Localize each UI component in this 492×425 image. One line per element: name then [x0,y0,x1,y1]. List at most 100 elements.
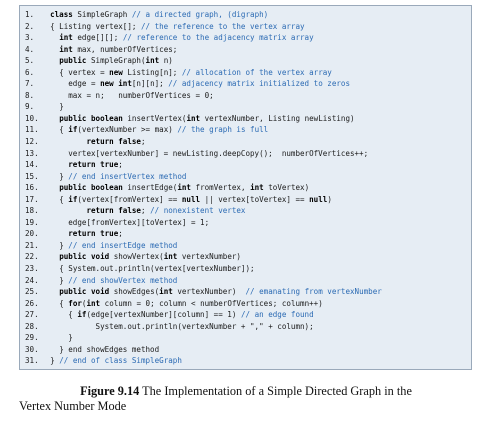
line-number: 26. [25,298,39,308]
line-number: 20. [25,229,39,239]
line-number: 25. [25,287,39,297]
code-line: 9. } [23,101,469,113]
code-keyword: int [186,113,201,123]
code-text: SimpleGraph [72,10,132,19]
code-text: || vertex[toVertex] == [200,194,310,204]
code-line: 2. { Listing vertex[]; // the reference … [23,21,469,33]
code-comment: // an edge found [240,310,314,320]
code-text: SimpleGraph( [86,56,146,66]
code-text: { Listing vertex[]; [50,21,141,31]
code-text: { [59,125,69,135]
code-line: 15. } // end insertVertex method [23,171,469,183]
line-number: 6. [25,67,35,77]
code-line: 30. } end showEdges method [23,344,469,356]
caption-title: The Implementation of a Simple Directed … [139,384,412,398]
code-line: 17. { if(vertex[fromVertex] == null || v… [23,194,469,206]
line-number: 31. [25,356,39,366]
code-text: } [68,333,73,343]
code-keyword: return false [86,206,141,216]
line-number: 12. [25,137,39,147]
code-text: } [59,275,69,285]
code-keyword: int [86,298,101,308]
code-text: max, numberOfVertices; [72,44,178,54]
code-keyword: class [50,10,73,19]
code-line: 13. vertex[vertexNumber] = newListing.de… [23,148,469,160]
code-line: 8. max = n; numberOfVertices = 0; [23,90,469,102]
line-number: 10. [25,113,39,123]
code-text: ; [140,206,151,216]
code-line: 7. edge = new int[n][n]; // adjacency ma… [23,78,469,90]
code-keyword: int [59,44,73,54]
code-line: 16. public boolean insertEdge(int fromVe… [23,182,469,194]
code-text: ; [140,137,146,147]
line-number: 19. [25,217,39,227]
code-line: 4. int max, numberOfVertices; [23,44,469,56]
code-line: 22. public void showVertex(int vertexNum… [23,251,469,263]
code-text: { [68,310,78,320]
line-number: 15. [25,171,39,181]
code-text: (edge[vertexNumber][column] == 1) [86,310,241,320]
code-text: Listing[n]; [122,67,182,77]
line-number: 4. [25,44,35,54]
code-text: edge = [68,79,101,89]
line-number: 23. [25,264,39,274]
line-number: 29. [25,333,39,343]
code-text: toVertex) [263,183,310,193]
code-text: vertexNumber) [177,252,241,262]
line-number: 1. [25,10,35,19]
code-text: { System.out.println(vertex[vertexNumber… [59,264,255,274]
code-text: insertEdge( [122,183,178,193]
code-line: 31. } // end of class SimpleGraph [23,355,469,367]
code-text: n) [159,56,173,66]
code-text: { vertex = [59,67,110,77]
code-text: (vertexNumber >= max) [77,125,178,135]
code-keyword: return false [86,137,141,147]
code-line: 12. return false; [23,136,469,148]
code-comment: // end insertVertex method [68,171,187,181]
code-line: 1. class SimpleGraph // a directed graph… [23,9,469,21]
code-text: edge[fromVertex][toVertex] = 1; [68,217,210,227]
code-keyword: new [109,67,123,77]
code-listing-box: 1. class SimpleGraph // a directed graph… [19,5,472,370]
code-comment: // end showVertex method [68,275,178,285]
code-text: } [50,356,60,366]
line-number: 28. [25,321,39,331]
code-line: 14. return true; [23,159,469,171]
code-keyword: int [163,252,178,262]
code-line: 5. public SimpleGraph(int n) [23,55,469,67]
code-line: 21. } // end insertEdge method [23,240,469,252]
code-line: 29. } [23,332,469,344]
code-keyword: public void [59,252,110,262]
line-number: 22. [25,252,39,262]
code-line: 25. public void showEdges(int vertexNumb… [23,286,469,298]
code-keyword: public boolean [59,113,123,123]
code-text: { [59,298,69,308]
code-text: showVertex( [109,252,164,262]
code-comment: // emanating from vertexNumber [245,287,382,297]
code-text: [n][n]; [131,79,169,89]
line-number: 27. [25,310,39,320]
code-line: 24. } // end showVertex method [23,275,469,287]
code-text: edge[][]; [72,33,123,43]
line-number: 9. [25,102,35,112]
code-text: } [59,171,69,181]
code-text: column = 0; column < numberOfVertices; c… [100,298,323,308]
line-number: 16. [25,183,39,193]
code-comment: // the graph is full [177,125,269,135]
code-line: 23. { System.out.println(vertex[vertexNu… [23,263,469,275]
line-number: 13. [25,148,39,158]
figure-label: Figure 9.14 [80,384,140,398]
code-keyword: null [181,194,201,204]
code-comment: // end of class SimpleGraph [59,356,182,366]
code-keyword: new int [100,79,132,89]
code-comment: // the reference to the vertex array [140,21,305,31]
code-keyword: if [77,310,87,320]
code-text: fromVertex, [190,183,251,193]
code-line: 28. System.out.println(vertexNumber + ",… [23,321,469,333]
code-text: ) [327,194,332,204]
line-number: 3. [25,33,35,43]
code-text: vertexNumber, Listing newListing) [200,113,355,123]
code-text: ; [118,229,123,239]
caption-line-1: Figure 9.14 The Implementation of a Simp… [0,384,492,399]
